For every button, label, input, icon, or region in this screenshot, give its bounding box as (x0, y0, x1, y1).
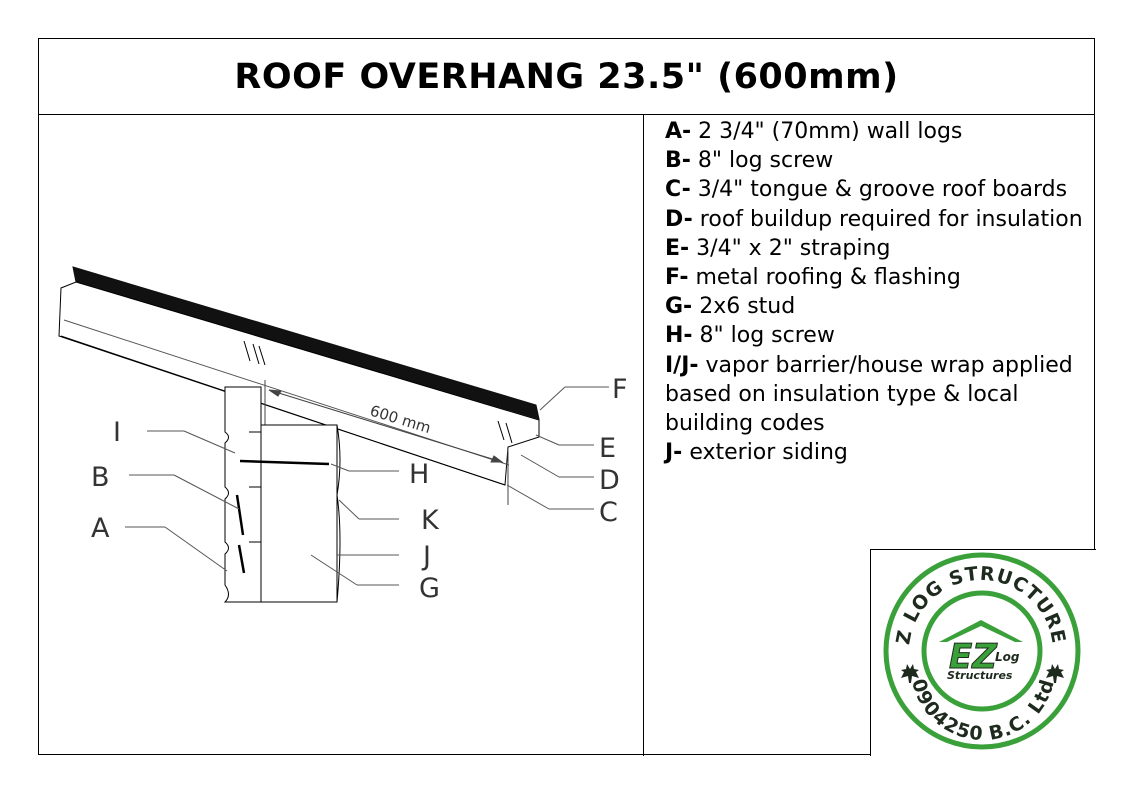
callout-g: G (419, 573, 440, 604)
legend-item: G- 2x6 stud (665, 294, 796, 320)
callout-e: E (599, 433, 616, 464)
legend-item: I/J- vapor barrier/house wrap applied ba… (665, 352, 1073, 437)
seal-inner-ring (921, 590, 1043, 712)
roof-section-drawing: 600 mm (39, 115, 643, 756)
drawing-frame: ROOF OVERHANG 23.5" (600mm) (38, 38, 1096, 756)
callout-h: H (409, 459, 429, 490)
title-bar: ROOF OVERHANG 23.5" (600mm) (39, 39, 1094, 115)
panel-divider (643, 115, 644, 756)
maple-leaf-icon (1046, 664, 1064, 683)
legend-item: D- roof buildup required for insulation (665, 206, 1083, 232)
callout-j: J (421, 541, 431, 572)
company-logo-box: EZ LOG STRUCTURES 0904250 B.C. Ltd EZ Lo… (870, 549, 1096, 756)
company-seal: EZ LOG STRUCTURES 0904250 B.C. Ltd EZ Lo… (871, 550, 1081, 750)
page-title: ROOF OVERHANG 23.5" (600mm) (234, 56, 899, 97)
legend-list: A- 2 3/4" (70mm) wall logs B- 8" log scr… (665, 117, 1085, 467)
maple-leaf-icon (901, 664, 919, 683)
legend-item: A- 2 3/4" (70mm) wall logs (665, 119, 963, 144)
stud-wall (260, 424, 338, 603)
roof-overhang-diagram: 600 mm (58, 266, 628, 604)
roof-buildup (58, 281, 540, 486)
legend-item: C- 3/4" tongue & groove roof boards (665, 177, 1068, 203)
callout-k: K (421, 505, 440, 536)
callout-d: D (599, 465, 620, 496)
callout-f: F (612, 374, 628, 405)
log-wall (223, 386, 262, 603)
metal-roofing (72, 266, 540, 420)
logo-mark: EZ (949, 637, 998, 677)
callout-b: B (91, 462, 110, 493)
legend-item: J- exterior siding (665, 440, 848, 466)
logo-mark-sub: Structures (947, 669, 1013, 682)
logo-mark-small: Log (995, 650, 1020, 664)
legend-item: H- 8" log screw (665, 323, 835, 349)
callout-c: C (599, 497, 618, 528)
legend-item: F- metal roofing & flashing (665, 265, 961, 291)
legend-item: E- 3/4" x 2" straping (665, 235, 891, 261)
callout-a: A (91, 513, 110, 544)
callout-i: I (113, 417, 121, 448)
house-roof-icon (939, 620, 1023, 642)
legend-item: B- 8" log screw (665, 148, 834, 174)
